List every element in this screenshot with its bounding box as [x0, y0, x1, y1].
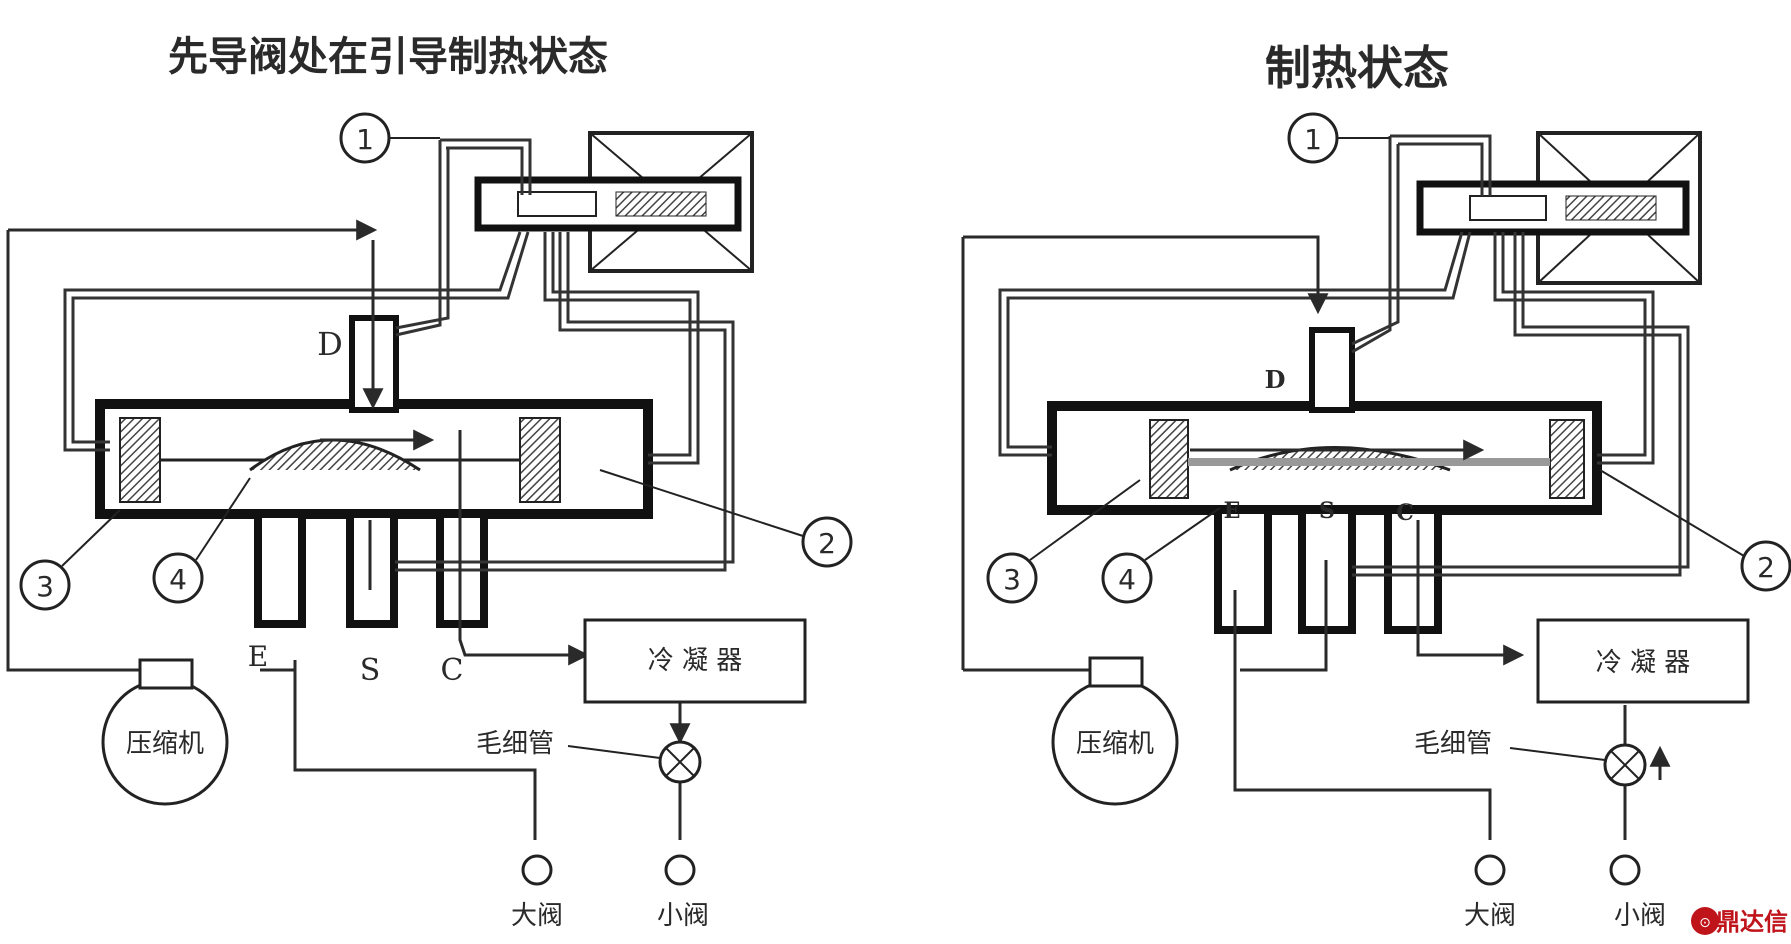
left-big-valve-label: 大阀	[511, 901, 563, 931]
right-solenoid-coil	[1416, 131, 1702, 285]
svg-text:3: 3	[36, 570, 54, 603]
right-capillary-label: 毛细管	[1414, 729, 1492, 759]
left-marker-1: 1	[339, 112, 440, 164]
right-marker-2: 2	[1599, 469, 1791, 592]
left-marker-3: 3	[19, 509, 121, 611]
left-port-d: D	[317, 325, 343, 363]
right-marker-1: 1	[1287, 112, 1390, 164]
right-compressor	[1051, 656, 1179, 806]
left-port-c: C	[441, 653, 464, 688]
left-condenser-box	[583, 618, 807, 704]
svg-text:4: 4	[169, 563, 187, 596]
right-big-valve-label: 大阀	[1464, 901, 1516, 931]
svg-text:2: 2	[1757, 551, 1775, 584]
right-port-d: D	[1265, 365, 1286, 394]
right-title: 制热状态	[1265, 41, 1449, 95]
right-capillary-tubes	[998, 134, 1690, 577]
svg-text:1: 1	[356, 123, 374, 156]
right-big-valve-icon	[1474, 854, 1506, 886]
right-small-valve-label: 小阀	[1614, 901, 1666, 931]
left-big-valve-icon	[521, 854, 553, 886]
watermark-text: 鼎达信	[1716, 908, 1788, 936]
left-capillary-label: 毛细管	[476, 729, 554, 759]
right-condenser-label: 冷 凝 器	[1596, 648, 1691, 678]
left-port-e: E	[248, 640, 268, 673]
watermark-logo: ⊙ 鼎达信	[1691, 907, 1788, 936]
left-marker-4: 4	[152, 477, 251, 604]
right-small-valve-icon	[1609, 854, 1641, 886]
left-expansion-valve	[567, 740, 702, 784]
svg-text:1: 1	[1304, 123, 1322, 156]
right-marker-3: 3	[986, 479, 1141, 604]
right-port-c: C	[1396, 500, 1414, 526]
right-port-s: S	[1319, 498, 1335, 524]
svg-text:4: 4	[1118, 563, 1136, 596]
right-compressor-label: 压缩机	[1076, 729, 1154, 759]
svg-text:2: 2	[818, 527, 836, 560]
left-marker-2: 2	[599, 469, 853, 568]
left-title: 先导阀处在引导制热状态	[168, 34, 608, 80]
left-main-valve-body	[95, 315, 653, 628]
left-compressor-label: 压缩机	[126, 729, 204, 759]
right-panel: 制热状态	[961, 41, 1791, 931]
right-flow-lines	[961, 235, 1671, 840]
right-expansion-valve	[1509, 743, 1647, 787]
left-solenoid-coil	[474, 131, 754, 273]
left-flow-lines	[6, 219, 691, 840]
right-port-e: E	[1224, 498, 1241, 524]
right-condenser-box	[1536, 618, 1750, 704]
right-marker-4: 4	[1101, 507, 1221, 604]
left-small-valve-icon	[664, 854, 696, 886]
left-panel: 先导阀处在引导制热状态	[6, 34, 853, 931]
svg-text:3: 3	[1003, 563, 1021, 596]
svg-text:⊙: ⊙	[1699, 915, 1711, 931]
left-small-valve-label: 小阀	[657, 901, 709, 931]
left-condenser-label: 冷 凝 器	[648, 646, 743, 676]
right-main-valve-body	[1047, 327, 1602, 634]
left-capillary-tubes	[63, 138, 735, 572]
left-compressor	[101, 658, 229, 806]
left-port-s: S	[360, 653, 381, 688]
